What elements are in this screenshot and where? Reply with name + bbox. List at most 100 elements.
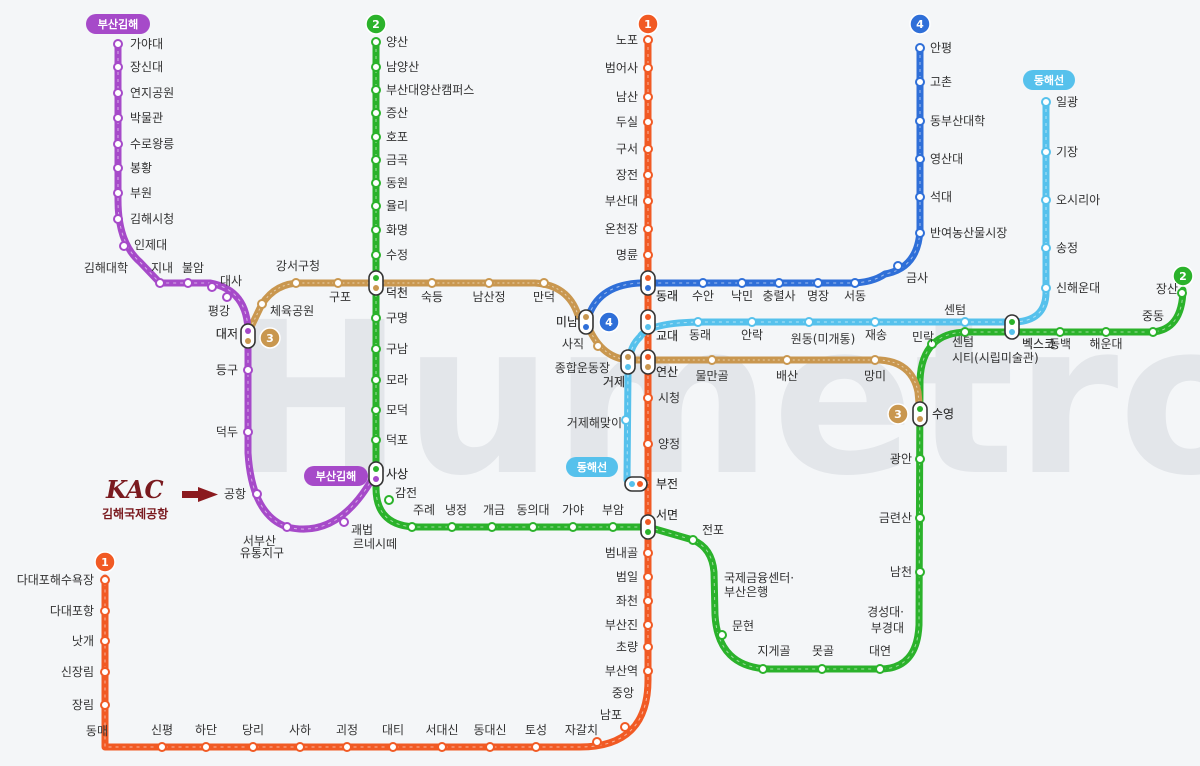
station-label-l1-18[interactable]: 좌천 [616,593,638,608]
station-dot-l2-3[interactable] [371,108,381,118]
station-dot-l1-38[interactable] [100,606,110,616]
station-dot-l1-2[interactable] [643,92,653,102]
station-label-l2-44[interactable]: 중동 [1142,309,1164,323]
station-label-bgl-15[interactable]: 등구 [216,363,238,377]
station-label-l4-3[interactable]: 영산대 [930,152,963,166]
station-label-l1-24[interactable]: 자갈치 [565,723,598,737]
station-label-l2-19[interactable]: 냉정 [445,503,467,517]
station-label-l4-8[interactable]: 명장 [807,289,829,303]
station-label-bgl-5[interactable]: 봉황 [130,161,152,175]
station-label-l4-7[interactable]: 서동 [844,289,866,303]
station-dot-l2-44[interactable] [1148,327,1158,337]
station-dot-l2-18[interactable] [407,522,417,532]
station-label-l1-17[interactable]: 범일 [616,570,638,584]
station-dot-l1-6[interactable] [643,196,653,206]
station-dot-l1-39[interactable] [100,575,110,585]
station-label-l3-13[interactable]: 물만골 [695,369,728,383]
station-label-l4-6[interactable]: 금사 [906,271,928,285]
station-dot-dh-3[interactable] [1041,243,1051,253]
station-dot-l1-30[interactable] [295,742,305,752]
station-dot-l4-3[interactable] [915,154,925,164]
station-label-bgl-17[interactable]: 공항 [224,487,246,501]
station-label-bgl-3[interactable]: 박물관 [130,111,163,125]
station-dot-l3-14[interactable] [782,355,792,365]
station-dot-bgl-17[interactable] [252,489,262,499]
station-dot-l2-21[interactable] [528,522,538,532]
station-label-bgl-2[interactable]: 연지공원 [130,86,174,100]
line-badge-dh-10[interactable] [1023,70,1075,90]
transfer-station-5[interactable] [578,309,594,335]
station-label-l2-16[interactable]: 사상 [386,467,408,481]
station-dot-bgl-2[interactable] [113,88,123,98]
station-label-l4-4[interactable]: 석대 [930,190,952,204]
station-label-l2-33[interactable]: 부경대 [871,621,904,635]
station-dot-l4-6[interactable] [893,261,903,271]
station-label-l4-2[interactable]: 동부산대학 [930,114,985,128]
station-dot-l3-1[interactable] [257,299,267,309]
station-label-l2-36[interactable]: 광안 [890,452,912,466]
station-dot-bgl-3[interactable] [113,113,123,123]
station-label-l3-7[interactable]: 만덕 [533,290,555,304]
station-dot-l2-7[interactable] [371,201,381,211]
station-label-l1-7[interactable]: 온천장 [605,221,638,236]
station-label-l2-24[interactable]: 서면 [656,508,678,522]
station-dot-bgl-18[interactable] [282,522,292,532]
station-label-l1-20[interactable]: 초량 [616,640,638,654]
station-dot-l1-16[interactable] [643,548,653,558]
station-dot-bgl-15[interactable] [243,365,253,375]
station-dot-l1-21[interactable] [643,666,653,676]
station-dot-l4-11[interactable] [698,278,708,288]
station-dot-l2-39[interactable] [960,327,970,337]
station-label-bgl-21[interactable]: 르네시떼 [353,537,397,551]
station-label-l2-1[interactable]: 남양산 [386,60,419,74]
station-label-l4-11[interactable]: 수안 [692,289,714,303]
station-dot-bgl-4[interactable] [113,139,123,149]
station-dot-l2-43[interactable] [1101,327,1111,337]
station-dot-l1-31[interactable] [248,742,258,752]
station-label-l2-25[interactable]: 전포 [702,523,724,537]
station-label-bgl-19[interactable]: 유통지구 [240,546,284,560]
station-dot-l4-7[interactable] [850,278,860,288]
station-dot-bgl-7[interactable] [113,214,123,224]
station-dot-l2-11[interactable] [371,313,381,323]
transfer-station-2[interactable] [368,461,384,487]
station-label-l1-10[interactable]: 교대 [656,329,678,343]
station-label-l2-22[interactable]: 가야 [562,503,584,517]
station-dot-l2-8[interactable] [371,225,381,235]
station-label-l1-23[interactable]: 남포 [600,708,622,722]
transfer-station-11[interactable] [624,476,648,492]
station-label-l4-0[interactable]: 안평 [930,41,952,55]
station-dot-l2-14[interactable] [371,405,381,415]
station-dot-l1-36[interactable] [100,667,110,677]
station-dot-bgl-5[interactable] [113,163,123,173]
station-label-dh-6[interactable]: 벡스코 [1022,337,1055,351]
station-label-l3-11[interactable]: 거제 [603,375,625,389]
station-dot-bgl-13[interactable] [222,292,232,302]
station-dot-l4-1[interactable] [915,77,925,87]
station-label-l2-23[interactable]: 부암 [602,503,624,517]
station-label-l2-42[interactable]: 동백 [1049,337,1071,351]
station-dot-l2-28[interactable] [717,630,727,640]
station-label-bgl-12[interactable]: 대사 [220,274,242,288]
station-label-bgl-10[interactable]: 지내 [151,261,173,275]
station-label-l2-30[interactable]: 못골 [812,644,834,658]
station-dot-l1-20[interactable] [643,642,653,652]
line-badge-dh-11[interactable] [566,457,618,477]
station-label-l2-40[interactable]: 시티(시립미술관) [952,351,1039,365]
station-label-l2-0[interactable]: 양산 [386,35,408,49]
station-label-l2-43[interactable]: 해운대 [1089,337,1122,351]
station-dot-l1-27[interactable] [437,742,447,752]
station-label-bgl-18[interactable]: 서부산 [243,534,276,548]
station-dot-bgl-12[interactable] [207,282,217,292]
station-dot-l2-29[interactable] [758,664,768,674]
station-dot-l2-2[interactable] [371,85,381,95]
station-label-l3-14[interactable]: 배산 [776,369,798,383]
station-dot-l2-38[interactable] [927,339,937,349]
station-dot-dh-10[interactable] [693,317,703,327]
station-dot-l1-19[interactable] [643,620,653,630]
station-dot-l2-12[interactable] [371,344,381,354]
station-dot-l2-5[interactable] [371,155,381,165]
station-dot-l2-13[interactable] [371,375,381,385]
station-dot-l1-33[interactable] [157,742,167,752]
station-label-bgl-1[interactable]: 장신대 [130,60,163,74]
